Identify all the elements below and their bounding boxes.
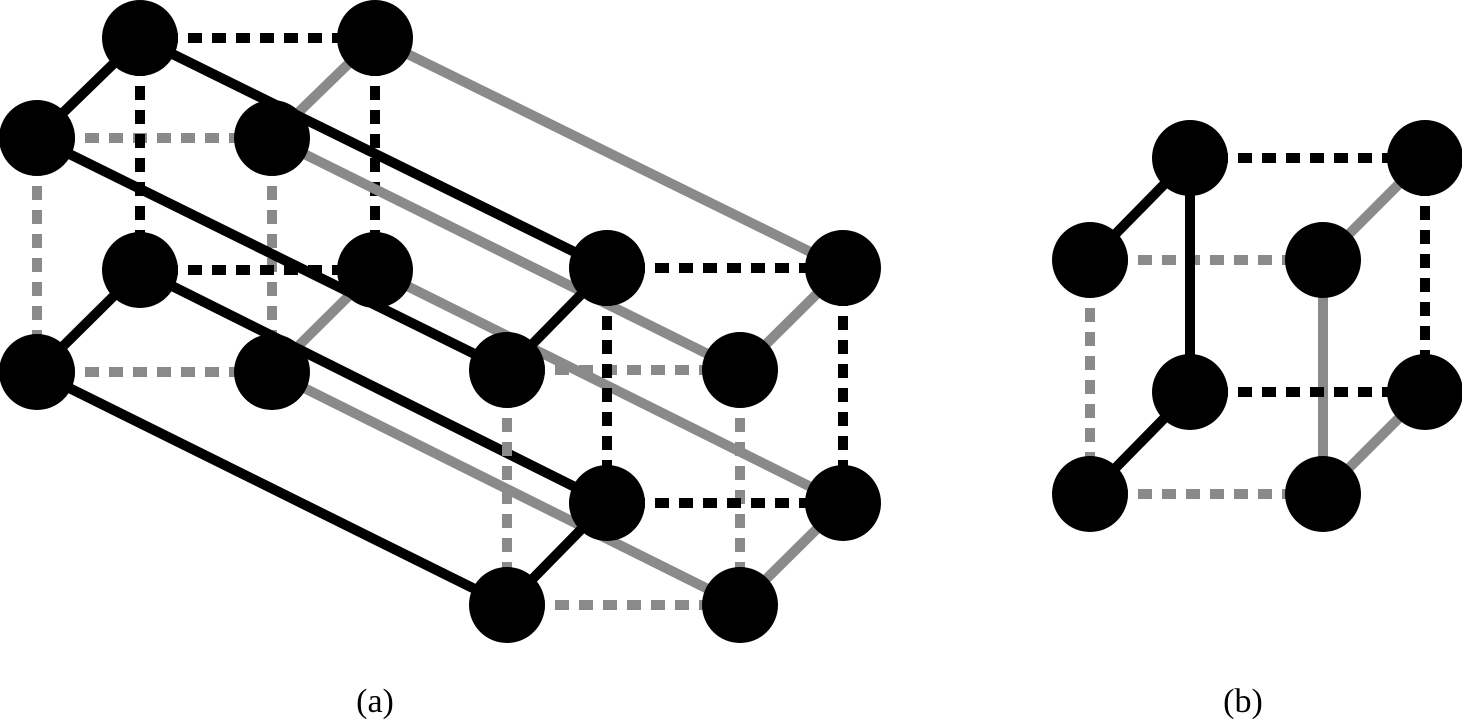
panel-a-atom-b3 bbox=[469, 332, 545, 408]
panel-a-atom-a2 bbox=[337, 0, 413, 76]
panel-a-atom-b1 bbox=[569, 230, 645, 306]
panel-b-atom-p6 bbox=[1387, 354, 1462, 430]
panel-b-atom-p5 bbox=[1152, 354, 1228, 430]
panel-a-bond-solid-gray bbox=[269, 133, 743, 375]
panel-b-atom-p7 bbox=[1052, 456, 1128, 532]
panel-a-atom-a8 bbox=[234, 334, 310, 410]
panel-a-bond-solid-gray bbox=[372, 265, 846, 508]
panel-a-bond-solid-black bbox=[137, 33, 610, 273]
panel-a-atom-a5 bbox=[102, 232, 178, 308]
panel-a-atom-b8 bbox=[702, 567, 778, 643]
panel-a-atom-b2 bbox=[805, 230, 881, 306]
panel-a-caption: (a) bbox=[356, 683, 394, 720]
panel-a-bond-solid-black bbox=[137, 265, 610, 508]
panel-b-atom-p8 bbox=[1285, 456, 1361, 532]
panel-b-cube bbox=[1052, 120, 1462, 532]
panel-a-bond-solid-black bbox=[34, 367, 510, 610]
panel-a-atom-a3 bbox=[0, 100, 75, 176]
panel-a-atom-b7 bbox=[469, 567, 545, 643]
panel-a-atom-a4 bbox=[234, 100, 310, 176]
panel-a-atom-b6 bbox=[805, 465, 881, 541]
panel-a-bond-solid-gray bbox=[372, 33, 846, 273]
panel-a-atom-a1 bbox=[102, 0, 178, 76]
panel-a-atom-b4 bbox=[702, 332, 778, 408]
panel-b-atom-p2 bbox=[1387, 120, 1462, 196]
panel-b-atom-p3 bbox=[1052, 222, 1128, 298]
panel-b-atom-p1 bbox=[1152, 120, 1228, 196]
panel-b-atom-p4 bbox=[1285, 222, 1361, 298]
panel-a-bond-solid-gray bbox=[269, 367, 743, 610]
panel-b-caption: (b) bbox=[1223, 683, 1263, 720]
panel-a-atom-a6 bbox=[337, 232, 413, 308]
panel-a-lattice bbox=[0, 0, 881, 643]
panel-a-atom-a7 bbox=[0, 334, 75, 410]
panel-a-bond-solid-black bbox=[34, 133, 510, 375]
panel-a-atom-b5 bbox=[569, 465, 645, 541]
